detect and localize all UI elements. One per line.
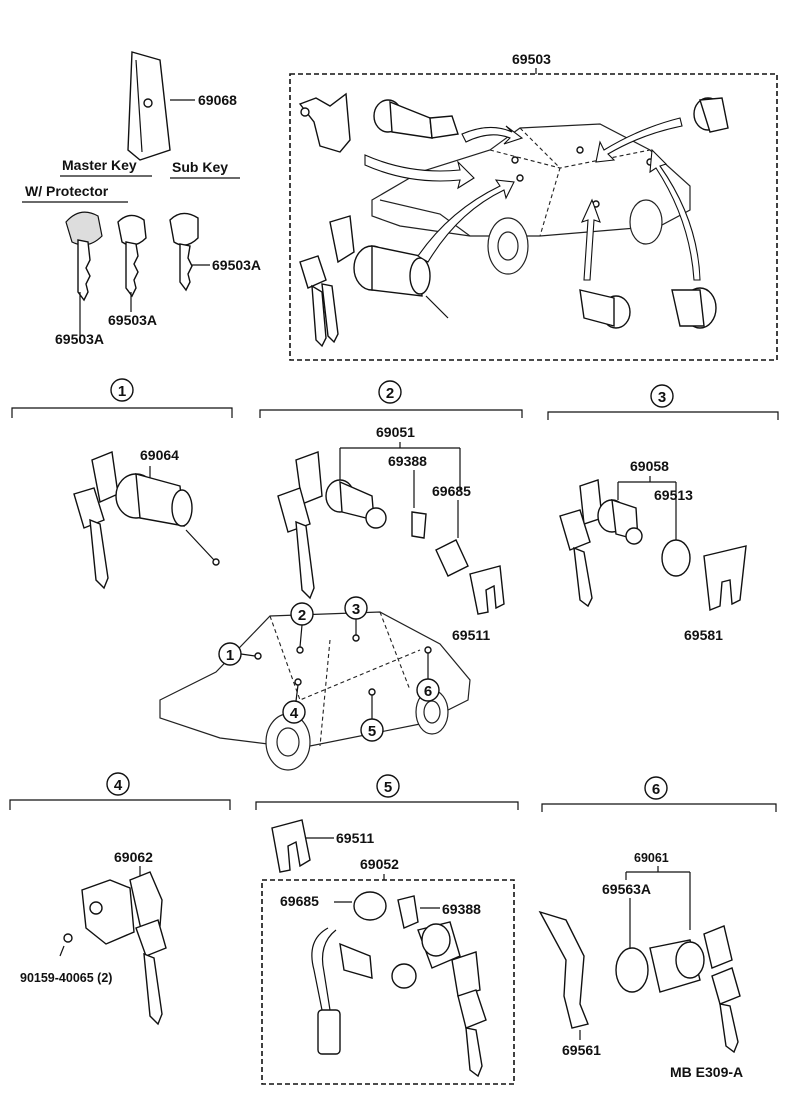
seal-69685 (353, 891, 387, 921)
svg-text:3: 3 (352, 601, 360, 618)
position-marker-1: 1 (218, 642, 256, 666)
arrow-to-car-2 (461, 125, 524, 145)
svg-text:6: 6 (652, 781, 660, 798)
svg-text:1: 1 (226, 647, 234, 664)
cylinder-top-center (373, 99, 459, 139)
label-69068: 69068 (198, 92, 237, 108)
cylinder-bottom-right (671, 287, 717, 329)
label-69062: 69062 (114, 849, 153, 865)
arrow-to-car-4 (580, 198, 601, 281)
section-4-header: 4 (9, 772, 231, 810)
position-marker-5: 5 (360, 695, 384, 742)
cylinder-bottom-center (579, 289, 631, 329)
label-69563A: 69563A (602, 881, 651, 897)
label-69511-sec5: 69511 (336, 830, 374, 846)
label-69388-sec5: 69388 (442, 901, 481, 917)
svg-text:2: 2 (298, 607, 306, 624)
ignition-lock-top (299, 215, 449, 348)
section-2-header: 2 (259, 380, 523, 418)
section-1-header: 1 (11, 378, 233, 418)
label-90159: 90159-40065 (2) (20, 971, 112, 985)
ignition-cylinder-69064 (73, 451, 220, 590)
svg-text:3: 3 (658, 389, 666, 406)
svg-text:1: 1 (118, 383, 126, 400)
label-69058: 69058 (630, 458, 669, 474)
label-69061: 69061 (634, 851, 669, 865)
svg-text:6: 6 (424, 683, 432, 700)
label-69503A-master: 69503A (108, 312, 157, 328)
lock-set-box-69503 (289, 73, 778, 361)
latch-69561 (538, 910, 589, 1029)
label-69064: 69064 (140, 447, 179, 463)
svg-text:5: 5 (368, 723, 376, 740)
position-marker-4: 4 (282, 684, 306, 724)
label-69503A-protector: 69503A (55, 331, 104, 347)
section-5-header: 5 (255, 774, 519, 810)
cylinder-top-right (693, 97, 729, 133)
label-master-key: Master Key (62, 157, 137, 173)
section-6-header: 6 (541, 776, 777, 812)
label-w-protector: W/ Protector (25, 183, 109, 199)
label-69503: 69503 (512, 51, 551, 67)
position-marker-6: 6 (416, 653, 440, 702)
sub-key (169, 212, 210, 292)
cylinder-69061 (615, 925, 741, 1054)
label-69052: 69052 (360, 856, 399, 872)
door-lock-cylinder-69051 (277, 451, 469, 600)
section-3-header: 3 (547, 384, 779, 420)
label-sub-key: Sub Key (172, 159, 228, 175)
position-marker-2: 2 (290, 602, 314, 648)
label-69503A-subkey: 69503A (212, 257, 261, 273)
key-plate-69068 (127, 51, 195, 161)
footer-code: MB E309-A (670, 1064, 743, 1080)
screw-90159 (59, 933, 73, 957)
label-69051: 69051 (376, 424, 415, 440)
label-69561: 69561 (562, 1042, 601, 1058)
door-lock-top-left (298, 92, 351, 153)
car-overview-top (371, 123, 691, 275)
label-69511-sec2: 69511 (452, 627, 490, 643)
retainer-69511-sec2 (469, 565, 505, 615)
arrow-to-car-ignition (417, 179, 515, 263)
door-lock-cylinder-69058 (559, 479, 691, 608)
svg-text:2: 2 (386, 385, 394, 402)
retainer-69511-sec5 (271, 819, 311, 873)
lock-set-box-69052 (261, 879, 515, 1085)
label-69581: 69581 (684, 627, 723, 643)
arrow-to-car-1 (364, 154, 475, 190)
label-69685-sec2: 69685 (432, 483, 471, 499)
trunk-lock-69062 (81, 871, 167, 1026)
retainer-69581 (703, 545, 747, 611)
label-69388-sec2: 69388 (388, 453, 427, 469)
arrow-to-car-3 (595, 117, 683, 163)
position-marker-3: 3 (344, 596, 368, 635)
svg-text:4: 4 (114, 777, 123, 794)
label-69685-sec5: 69685 (280, 893, 319, 909)
label-69513: 69513 (654, 487, 693, 503)
svg-text:4: 4 (290, 705, 299, 722)
svg-text:5: 5 (384, 779, 392, 796)
master-key-with-protector (65, 211, 103, 340)
master-key (117, 214, 147, 312)
clip-69388 (397, 895, 419, 929)
door-lock-assembly-69052 (311, 921, 487, 1078)
arrow-to-car-5 (649, 148, 701, 281)
car-overview-center (159, 611, 471, 771)
